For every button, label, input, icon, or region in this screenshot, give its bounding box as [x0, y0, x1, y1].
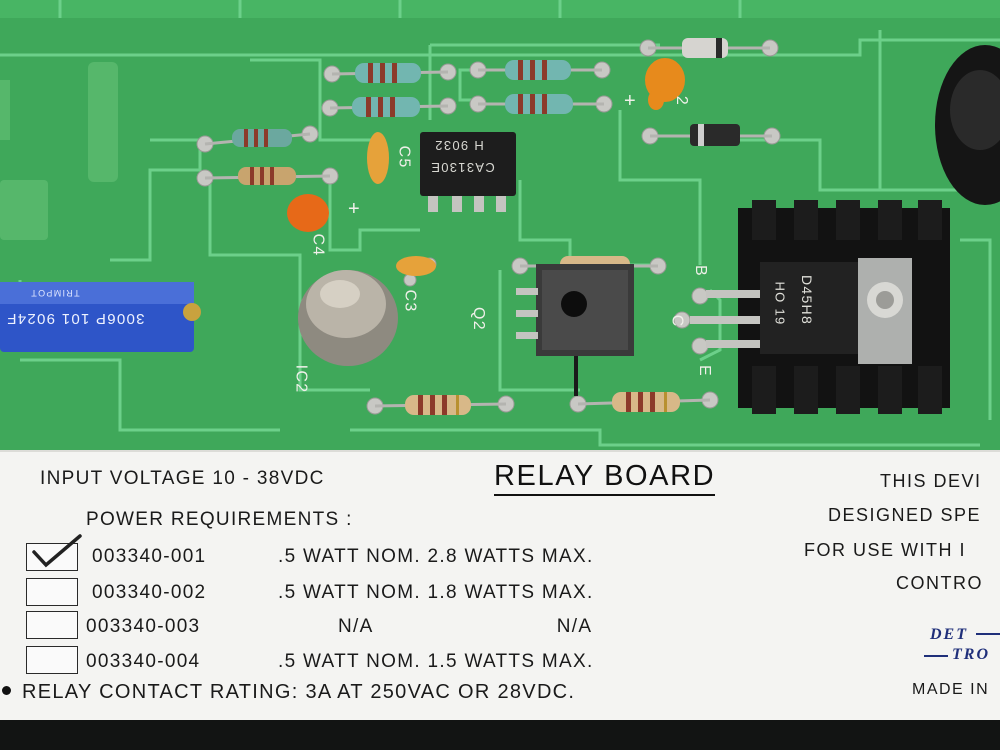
option-spec-1: .5 WATT NOM. 2.8 WATTS MAX. [278, 546, 594, 567]
silk-pin-e: E [695, 365, 713, 377]
label-title: RELAY BOARD [494, 460, 716, 496]
diodes [648, 38, 772, 146]
chip-marking-line1: H 9032 [434, 138, 484, 153]
option-part-2: 003340-002 [92, 582, 207, 603]
option-spec-4: .5 WATT NOM. 1.5 WATTS MAX. [278, 651, 594, 672]
logo-top: DET [930, 626, 968, 643]
option-part-3: 003340-003 [86, 616, 201, 637]
logo-rule-top [976, 633, 1000, 635]
relay-coil [935, 45, 1000, 205]
silk-c5: C5 [395, 145, 413, 169]
silk-plus-b: + [624, 90, 637, 112]
silk-c3: C3 [401, 289, 419, 313]
q2-transistor [516, 264, 634, 396]
right-line-3: FOR USE WITH I [804, 540, 966, 560]
silk-pin-c: C [668, 314, 686, 328]
contact-rating: RELAY CONTACT RATING: 3A AT 250VAC OR 28… [22, 681, 576, 703]
heatsink [690, 200, 950, 414]
trimpot [0, 282, 201, 352]
chip-marking-line2: CA3130E [430, 160, 495, 175]
option-checkbox-1[interactable] [26, 543, 78, 571]
check-mark-icon [32, 534, 82, 568]
power-requirements: POWER REQUIREMENTS : [86, 509, 353, 530]
silk-ic2: IC2 [292, 364, 310, 394]
bullet-dot [2, 686, 11, 695]
silk-c2: 2 [673, 95, 691, 107]
option-checkbox-4[interactable] [26, 646, 78, 674]
silk-pin-b: B [691, 265, 709, 277]
input-voltage: INPUT VOLTAGE 10 - 38VDC [40, 468, 325, 489]
logo-rule-bottom [924, 655, 948, 657]
option-part-4: 003340-004 [86, 651, 201, 672]
logo-bottom: TRO [952, 646, 990, 663]
ic2-metal-can [298, 270, 398, 366]
right-line-4: CONTRO [896, 573, 983, 593]
silk-c4: C4 [309, 233, 327, 257]
made-in: MADE IN [912, 681, 990, 698]
option-spec-2: .5 WATT NOM. 1.8 WATTS MAX. [278, 582, 594, 603]
faded-silkscreen [0, 62, 118, 240]
option-part-1: 003340-001 [92, 546, 207, 567]
trimpot-marking-line1: 3006P 101 9024F [6, 310, 145, 327]
silk-q2: Q2 [469, 307, 487, 331]
bottom-edge [0, 720, 1000, 750]
option-checkbox-3[interactable] [26, 611, 78, 639]
transistor-marking-line1: D45H8 [799, 274, 816, 326]
transistor-marking-line2: HO 19 [772, 281, 788, 326]
option-checkbox-2[interactable] [26, 578, 78, 606]
silk-plus-a: + [348, 198, 361, 220]
right-line-1: THIS DEVI [880, 471, 982, 491]
ic-ca3130e [420, 132, 516, 212]
capacitors [287, 58, 685, 276]
trimpot-marking-line2: TRIMPOT [30, 288, 80, 298]
right-line-2: DESIGNED SPE [828, 505, 982, 525]
option-spec-3: N/A N/A [338, 616, 593, 637]
